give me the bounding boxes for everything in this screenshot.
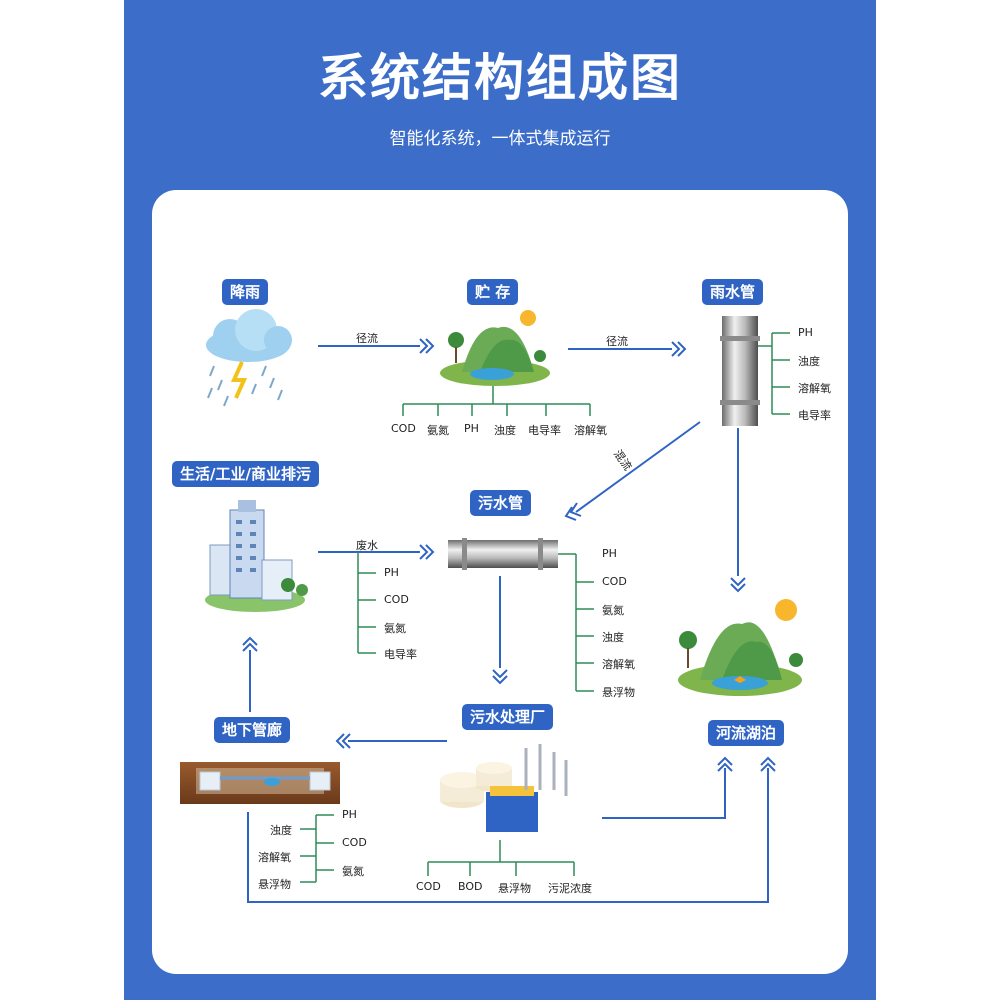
- param-label: PH: [798, 326, 813, 339]
- param-label: COD: [384, 593, 409, 606]
- arrow-icon: [671, 341, 681, 357]
- param-label: COD: [342, 836, 367, 849]
- param-label: 氨氮: [602, 604, 624, 617]
- node-sewage-pipe: 污水管: [470, 490, 532, 516]
- param-label: 浊度: [602, 631, 624, 644]
- node-rain-pipe: 雨水管: [702, 279, 764, 305]
- treatment-plant-icon: [440, 744, 568, 832]
- param-label: COD: [416, 880, 441, 893]
- arrow-icon: [569, 502, 582, 517]
- arrow-icon: [730, 583, 746, 593]
- rainpipe-param-bracket: [758, 332, 790, 415]
- param-label: 氨氮: [427, 424, 449, 437]
- city-buildings-icon: [205, 500, 308, 612]
- rain-pipe-icon: [720, 316, 760, 426]
- page-title: 系统结构组成图: [318, 49, 682, 107]
- param-label: 溶解氧: [258, 851, 291, 864]
- param-label: 溶解氧: [602, 658, 635, 671]
- rain-cloud-icon: [206, 309, 292, 407]
- param-label: COD: [391, 422, 416, 435]
- param-label: 浊度: [798, 355, 820, 368]
- arrow-icon: [492, 675, 508, 685]
- sewage-pipe-icon: [448, 538, 558, 570]
- param-label: 悬浮物: [258, 878, 291, 891]
- sewagepipe-param-bracket: [558, 553, 594, 692]
- wastewater-param-bracket: [357, 552, 376, 654]
- arrow-icon: [492, 669, 508, 679]
- flow-line-underground-river: [247, 768, 769, 903]
- underground-param-bracket: [300, 814, 334, 883]
- node-underground: 地下管廊: [214, 717, 291, 743]
- param-label: 电导率: [798, 409, 831, 422]
- arrow-icon: [419, 338, 429, 354]
- arrow-icon: [564, 506, 577, 521]
- param-label: 浊度: [494, 424, 516, 437]
- storage-param-bracket: [402, 386, 591, 416]
- param-label: 浊度: [270, 824, 292, 837]
- arrow-icon: [242, 636, 258, 646]
- plant-param-bracket: [427, 840, 575, 876]
- node-river-lake: 河流湖泊: [708, 720, 785, 746]
- param-label: PH: [342, 808, 357, 821]
- flow-label-runoff: 径流: [356, 332, 378, 345]
- param-label: 氨氮: [342, 865, 364, 878]
- param-label: COD: [602, 575, 627, 588]
- param-label: PH: [602, 547, 617, 560]
- param-label: 悬浮物: [602, 686, 635, 699]
- river-landscape-icon: [678, 599, 803, 696]
- arrow-icon: [677, 341, 687, 357]
- arrow-icon: [335, 733, 345, 749]
- arrow-icon: [730, 577, 746, 587]
- arrow-icon: [341, 733, 351, 749]
- flow-label-runoff: 径流: [606, 335, 628, 348]
- arrow-icon: [717, 756, 733, 766]
- arrow-icon: [425, 544, 435, 560]
- arrow-icon: [760, 762, 776, 772]
- flow-line-mixed: [575, 421, 701, 513]
- param-label: 电导率: [528, 424, 561, 437]
- param-label: BOD: [458, 880, 483, 893]
- node-discharge: 生活/工业/商业排污: [172, 461, 319, 487]
- underground-corridor-icon: [180, 762, 340, 804]
- param-label: 溶解氧: [798, 382, 831, 395]
- param-label: PH: [384, 566, 399, 579]
- param-label: 污泥浓度: [548, 882, 592, 895]
- arrow-icon: [760, 756, 776, 766]
- param-label: 溶解氧: [574, 424, 607, 437]
- node-storage: 贮 存: [467, 279, 519, 305]
- arrow-icon: [717, 762, 733, 772]
- arrow-icon: [242, 642, 258, 652]
- node-rain: 降雨: [222, 279, 269, 305]
- arrow-icon: [419, 544, 429, 560]
- param-label: PH: [464, 422, 479, 435]
- arrow-icon: [425, 338, 435, 354]
- param-label: 悬浮物: [498, 882, 531, 895]
- flow-label-wastewater: 废水: [356, 539, 378, 552]
- param-label: 电导率: [384, 648, 417, 661]
- storage-landscape-icon: [440, 310, 550, 386]
- page-subtitle: 智能化系统，一体式集成运行: [389, 129, 611, 149]
- param-label: 氨氮: [384, 622, 406, 635]
- flow-line-plant-river: [602, 768, 726, 819]
- node-treatment-plant: 污水处理厂: [462, 704, 554, 730]
